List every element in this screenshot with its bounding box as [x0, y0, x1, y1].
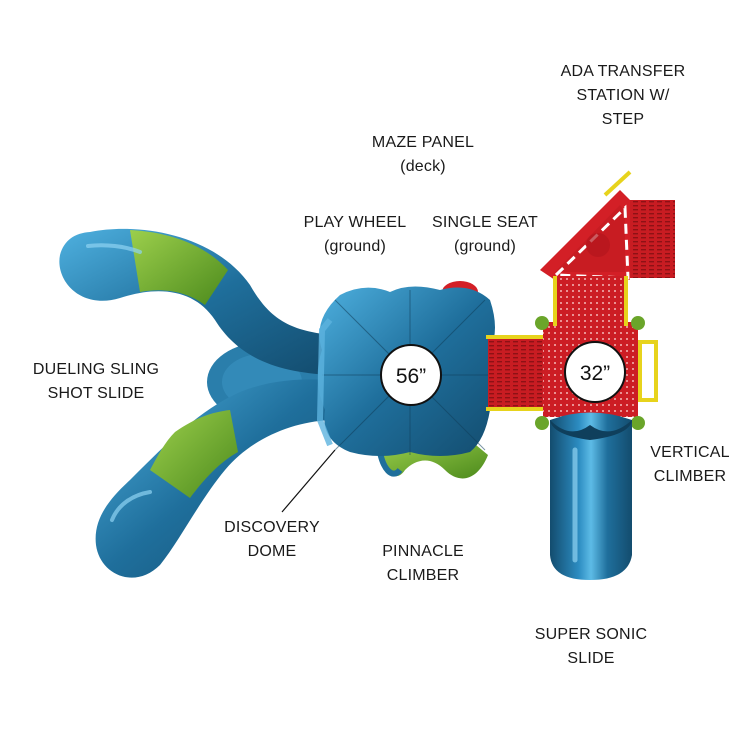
small-deck-height: 32”	[580, 362, 610, 385]
label-maze-panel: MAZE PANEL (deck)	[371, 134, 475, 175]
label-discovery-dome: DISCOVERY DOME	[224, 519, 320, 560]
label-super-sonic-slide: SUPER SONIC SLIDE	[534, 626, 648, 667]
small-deck-height-marker: 32”	[564, 341, 626, 403]
label-play-wheel: PLAY WHEEL (ground)	[303, 214, 407, 255]
dueling-slide-lower	[95, 379, 330, 578]
label-ada-transfer-station: ADA TRANSFER STATION W/ STEP	[560, 63, 686, 128]
large-deck-height: 56”	[396, 365, 426, 388]
label-single-seat: SINGLE SEAT (ground)	[432, 214, 538, 255]
ada-transfer-station	[540, 170, 675, 280]
discovery-dome-leader	[281, 449, 336, 513]
label-vertical-climber: VERTICAL CLIMBER	[650, 444, 730, 485]
maze-panel-bridge	[486, 335, 546, 411]
label-pinnacle-climber: PINNACLE CLIMBER	[382, 543, 464, 584]
large-deck-height-marker: 56”	[380, 344, 442, 406]
super-sonic-slide	[550, 412, 632, 580]
dueling-slide-upper	[59, 228, 331, 375]
label-dueling-sling-shot-slide: DUELING SLING SHOT SLIDE	[32, 361, 160, 402]
